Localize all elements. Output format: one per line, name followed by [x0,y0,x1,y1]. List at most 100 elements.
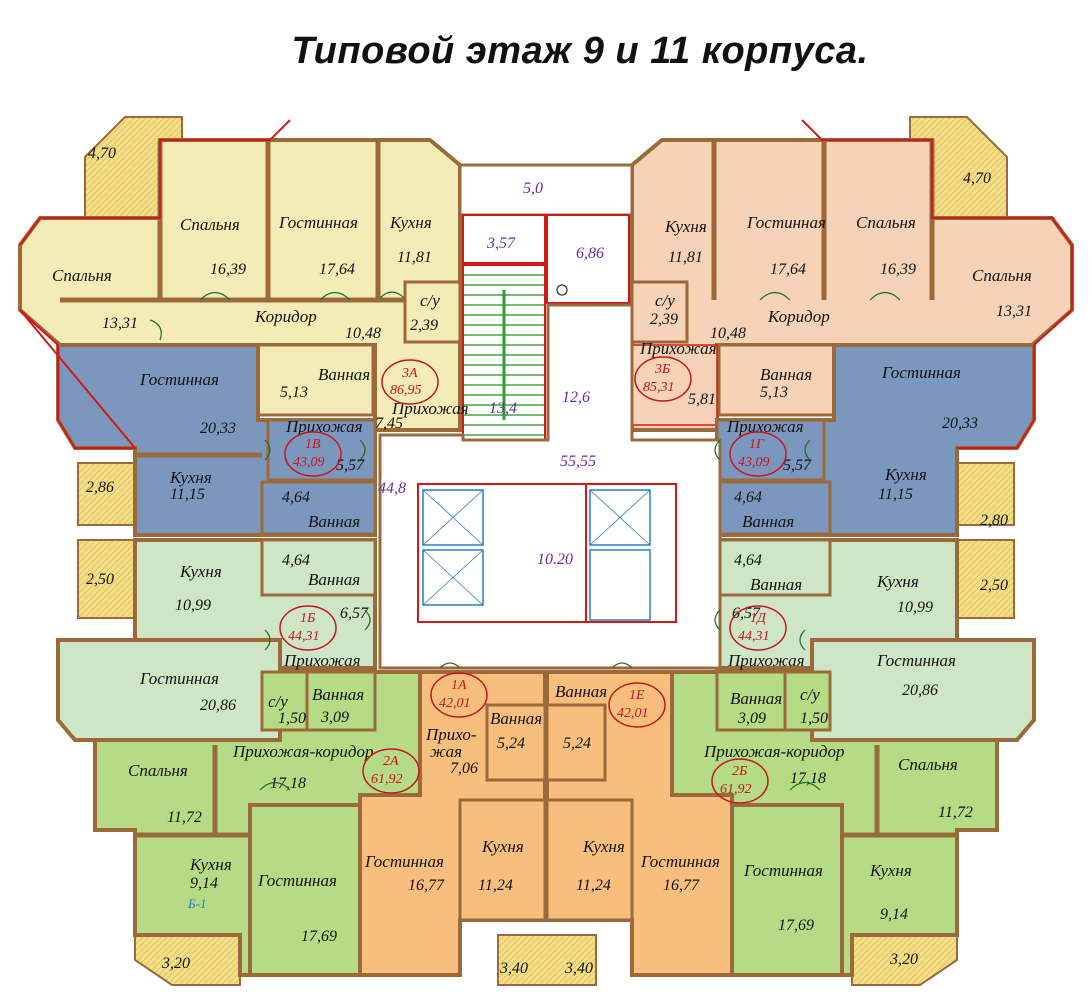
apartment-3a [18,138,462,432]
apartment-1b [56,538,377,742]
area: 17,64 [319,261,355,278]
gost-tl: Гостинная [278,213,358,232]
area: 11,72 [167,809,202,826]
gost-1e: Гостинная [640,852,720,871]
area: 4,64 [734,489,762,506]
svg-text:2А: 2А [383,754,399,769]
area: 17,69 [778,917,814,934]
area: 5,81 [688,391,716,408]
spalnya-2a: Спальня [128,761,188,780]
room-areas: 4,70 16,39 17,64 11,81 13,31 2,39 10,48 … [86,145,1032,977]
korid-3b: Коридор [767,307,830,326]
area: 17,18 [790,770,826,787]
svg-text:43,09: 43,09 [293,455,325,470]
room-labels: Спальня Гостинная Кухня Спальня с/у Кори… [52,213,1032,890]
prih-1b: Прихожая [283,651,361,670]
marker-1g: 1Г 43,09 [729,431,787,477]
prih-1g: Прихожая [726,417,804,436]
svg-text:61,92: 61,92 [720,782,752,797]
gost-2b-b: Гостинная [743,861,823,880]
prihkor-2a: Прихожая-коридор [232,742,374,761]
area: 17,69 [301,928,337,945]
prih-1d: Прихожая [727,651,805,670]
area-hall-5-0: 5,0 [523,180,543,197]
area: 3,40 [564,960,593,977]
marker-2b: 2Б 61,92 [711,758,769,804]
area: 2,86 [86,479,114,496]
area: 3,09 [737,710,766,727]
marker-1d: 1Д 44,31 [729,605,787,651]
area: 10,99 [175,597,211,614]
area: 6,57 [340,605,369,622]
vanna-1a: Ванная [490,709,542,728]
area: 9,14 [190,875,218,892]
area: 17,18 [270,775,306,792]
area: 3,40 [499,960,528,977]
area-55-55: 55,55 [560,453,596,470]
area: 11,81 [397,249,432,266]
apartment-1e [545,670,734,977]
area: 16,77 [663,877,700,894]
marker-3a: 3А 86,95 [381,359,439,405]
kuhnya-2a: Кухня [189,855,232,874]
apartment-1g [715,343,1036,537]
area: 5,13 [280,384,308,401]
vanna-1b: Ванная [308,570,360,589]
marker-2a: 2А 61,92 [362,748,420,794]
marker-1b: 1Б 44,31 [279,605,337,651]
area: 3,09 [320,709,349,726]
kuhnya-2b: Кухня [869,861,912,880]
area-10-20: 10.20 [537,551,573,568]
area: 2,80 [980,512,1008,529]
area: 13,31 [996,303,1032,320]
prih-1a-1: Прихо- [425,725,477,744]
area: 11,72 [938,804,973,821]
page-title: Типовой этаж 9 и 11 корпуса. [291,30,869,72]
area: 5,57 [783,457,812,474]
marker-1v: 1В 43,09 [284,431,342,477]
area-44-8: 44,8 [378,480,406,497]
area: 4,64 [734,552,762,569]
prih-1v: Прихожая [285,417,363,436]
svg-text:2Б: 2Б [732,764,747,779]
cu-3a: с/у [420,291,440,310]
area-12-6: 12,6 [562,389,590,406]
area: 11,15 [878,486,913,503]
svg-text:86,95: 86,95 [390,383,422,398]
kuhnya-3b: Кухня [664,217,707,236]
svg-text:3А: 3А [401,366,418,381]
svg-text:61,92: 61,92 [371,772,403,787]
vanna-3b: Ванная [760,365,812,384]
vanna-1d: Ванная [750,575,802,594]
area: 20,33 [942,415,978,432]
apartment-1a [358,670,547,977]
kuhnya-1v: Кухня [169,468,212,487]
area: 20,33 [200,420,236,437]
area: 4,64 [282,489,310,506]
area: 9,14 [880,906,908,923]
svg-text:1Д: 1Д [750,611,767,626]
common-areas: 5,0 3,57 6,86 13,4 12,6 55,55 44,8 10.20 [378,180,604,568]
balcony-bc [497,934,597,986]
kuhnya-1e: Кухня [582,837,625,856]
kuhnya-1d: Кухня [876,572,919,591]
svg-text:1Е: 1Е [629,688,645,703]
section-note: Б-1 [187,896,207,911]
svg-text:43,09: 43,09 [738,455,770,470]
spalnya-tl1: Спальня [180,215,240,234]
area: 11,24 [576,877,611,894]
svg-text:42,01: 42,01 [439,696,471,711]
area-3-57: 3,57 [486,235,516,252]
area: 11,24 [478,877,513,894]
area: 10,99 [897,599,933,616]
apartment-1d [715,538,1036,742]
svg-text:44,31: 44,31 [738,629,770,644]
balcony-l-mid2 [77,539,135,619]
area: 4,70 [963,170,991,187]
area: 1,50 [278,710,306,727]
area: 1,50 [800,710,828,727]
korid-3a: Коридор [254,307,317,326]
area: 3,20 [161,955,190,972]
spalnya-tr1: Спальня [856,213,916,232]
gost-2a: Гостинная [139,669,219,688]
